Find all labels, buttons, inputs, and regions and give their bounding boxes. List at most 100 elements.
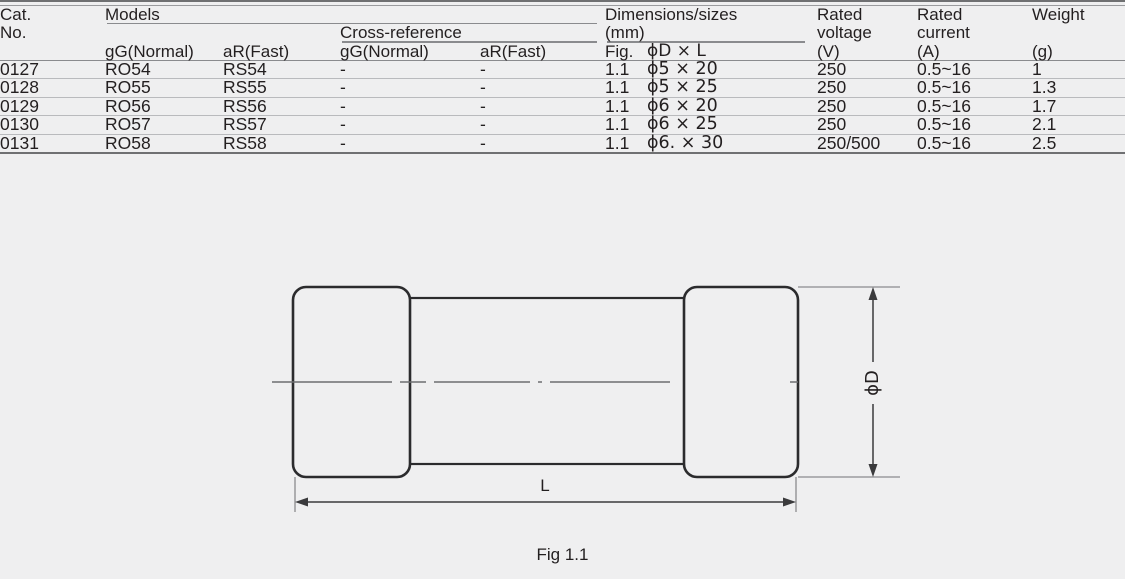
- rule-under-models: [107, 22, 597, 24]
- cell-dim: ϕ6 × 20: [647, 95, 718, 116]
- table-row: 0130 RO57 RS57 - - 1.1 ϕ6 × 25 250 0.5~1…: [0, 114, 1125, 134]
- table-top-rule-row: [0, 0, 1125, 6]
- fuse-end-cap-right: [682, 285, 800, 479]
- spacer-models-gg: [105, 24, 223, 41]
- figure-caption: Fig 1.1: [536, 545, 589, 564]
- cell-fig: 1.1: [605, 77, 630, 97]
- cell-models-gg: RO55: [105, 77, 151, 97]
- arrowhead-down: [868, 464, 878, 477]
- cell-xref-ar: -: [480, 58, 486, 79]
- cell-current: 0.5~16: [917, 114, 972, 134]
- header-rule-row-2: [0, 41, 1125, 43]
- header-rated-current-line1: Rated: [917, 4, 963, 24]
- spacer-weight: [1032, 24, 1125, 41]
- fuse-technical-drawing: ϕD L Fig 1.1: [0, 250, 1125, 579]
- cell-weight: 2.5: [1032, 132, 1057, 153]
- cell-fig: 1.1: [605, 58, 630, 79]
- cell-models-gg: RO58: [105, 132, 151, 153]
- dimension-label-phi-d: ϕD: [862, 370, 883, 396]
- header-rule-row-models: [0, 22, 1125, 24]
- cell-weight: 1: [1032, 58, 1042, 79]
- cell-models-ar: RS54: [223, 58, 267, 79]
- header-dimensions-line2: (mm): [605, 23, 645, 42]
- header-models: Models: [105, 4, 160, 24]
- cell-xref-gg: -: [340, 132, 346, 153]
- cell-cat-no: 0127: [0, 58, 39, 79]
- cell-dim: ϕ6 × 25: [647, 114, 718, 134]
- table-row: 0127 RO54 RS54 - - 1.1 ϕ5 × 20 250 0.5~1…: [0, 60, 1125, 79]
- spacer-cat-3: [0, 43, 105, 61]
- cell-fig: 1.1: [605, 114, 630, 134]
- cell-models-ar: RS56: [223, 95, 267, 116]
- cell-voltage: 250: [817, 95, 847, 116]
- table-row: 0129 RO56 RS56 - - 1.1 ϕ6 × 20 250 0.5~1…: [0, 97, 1125, 116]
- cell-current: 0.5~16: [917, 132, 972, 153]
- subheader-fig: Fig.: [605, 41, 634, 61]
- cell-xref-ar: -: [480, 132, 486, 153]
- cell-models-ar: RS57: [223, 114, 267, 134]
- specification-table: Cat. Models Dimensions/sizes Rated Rated…: [0, 0, 1125, 154]
- cell-current: 0.5~16: [917, 95, 972, 116]
- cell-models-gg: RO54: [105, 58, 151, 79]
- cell-voltage: 250/500: [817, 132, 881, 153]
- spacer-models-ar: [223, 24, 340, 41]
- cell-cat-no: 0130: [0, 114, 39, 134]
- arrowhead-right: [783, 497, 796, 507]
- rule-under-models-wrap: [105, 22, 605, 24]
- arrowhead-left: [295, 497, 308, 507]
- header-cat-no-line1: Cat.: [0, 4, 32, 24]
- subheader-xref-gg: gG(Normal): [340, 41, 429, 61]
- cell-models-ar: RS58: [223, 132, 267, 153]
- fuse-body: [398, 296, 694, 466]
- rule-under-dims-wrap: [605, 41, 817, 43]
- header-rated-voltage-line2: voltage: [817, 23, 872, 42]
- cell-xref-gg: -: [340, 77, 346, 97]
- cell-xref-gg: -: [340, 114, 346, 134]
- header-cross-reference: Cross-reference: [340, 23, 462, 42]
- cell-fig: 1.1: [605, 95, 630, 116]
- rule-under-xref-wrap: [340, 41, 605, 43]
- cell-cat-no: 0129: [0, 95, 39, 116]
- header-cat-no-line2: No.: [0, 23, 27, 42]
- cell-dim: ϕ5 × 20: [647, 58, 718, 79]
- cell-weight: 1.7: [1032, 95, 1057, 116]
- cell-weight: 2.1: [1032, 114, 1057, 134]
- cell-cat-no: 0128: [0, 77, 39, 97]
- cell-voltage: 250: [817, 114, 847, 134]
- cell-xref-gg: -: [340, 58, 346, 79]
- table-row: 0128 RO55 RS55 - - 1.1 ϕ5 × 25 250 0.5~1…: [0, 77, 1125, 97]
- subheader-dim: ϕD × L: [647, 40, 706, 61]
- cell-current: 0.5~16: [917, 58, 972, 79]
- arrowhead-up: [868, 287, 878, 300]
- cell-voltage: 250: [817, 77, 847, 97]
- rule-under-cross-reference: [342, 41, 597, 43]
- cell-xref-gg: -: [340, 95, 346, 116]
- header-row-2: No. Cross-reference (mm) voltage current: [0, 24, 1125, 41]
- dimension-label-length: L: [540, 476, 549, 495]
- cell-fig: 1.1: [605, 132, 630, 153]
- header-row-1: Cat. Models Dimensions/sizes Rated Rated…: [0, 5, 1125, 23]
- cell-weight: 1.3: [1032, 77, 1057, 97]
- cell-cat-no: 0131: [0, 132, 39, 153]
- header-rated-voltage-line1: Rated: [817, 4, 863, 24]
- cell-dim: ϕ6. × 30: [647, 132, 724, 153]
- cell-xref-ar: -: [480, 114, 486, 134]
- subheader-voltage-unit: (V): [817, 41, 840, 61]
- subheader-models-gg: gG(Normal): [105, 41, 194, 61]
- table-row: 0131 RO58 RS58 - - 1.1 ϕ6. × 30 250/500 …: [0, 134, 1125, 153]
- cell-models-gg: RO56: [105, 95, 151, 116]
- cell-xref-ar: -: [480, 77, 486, 97]
- dimension-length: L: [295, 476, 796, 507]
- cell-models-gg: RO57: [105, 114, 151, 134]
- subheader-xref-ar: aR(Fast): [480, 41, 547, 61]
- subheader-weight-unit: (g): [1032, 41, 1053, 61]
- subheader-current-unit: (A): [917, 41, 940, 61]
- dimension-phi-d: ϕD: [858, 287, 888, 477]
- cell-xref-ar: -: [480, 95, 486, 116]
- subheader-models-ar: aR(Fast): [223, 41, 290, 61]
- header-weight: Weight: [1032, 4, 1085, 24]
- table-top-rule: [0, 0, 1125, 6]
- cell-current: 0.5~16: [917, 77, 972, 97]
- cell-voltage: 250: [817, 58, 847, 79]
- subheader-row: gG(Normal) aR(Fast) gG(Normal) aR(Fast) …: [0, 40, 1125, 61]
